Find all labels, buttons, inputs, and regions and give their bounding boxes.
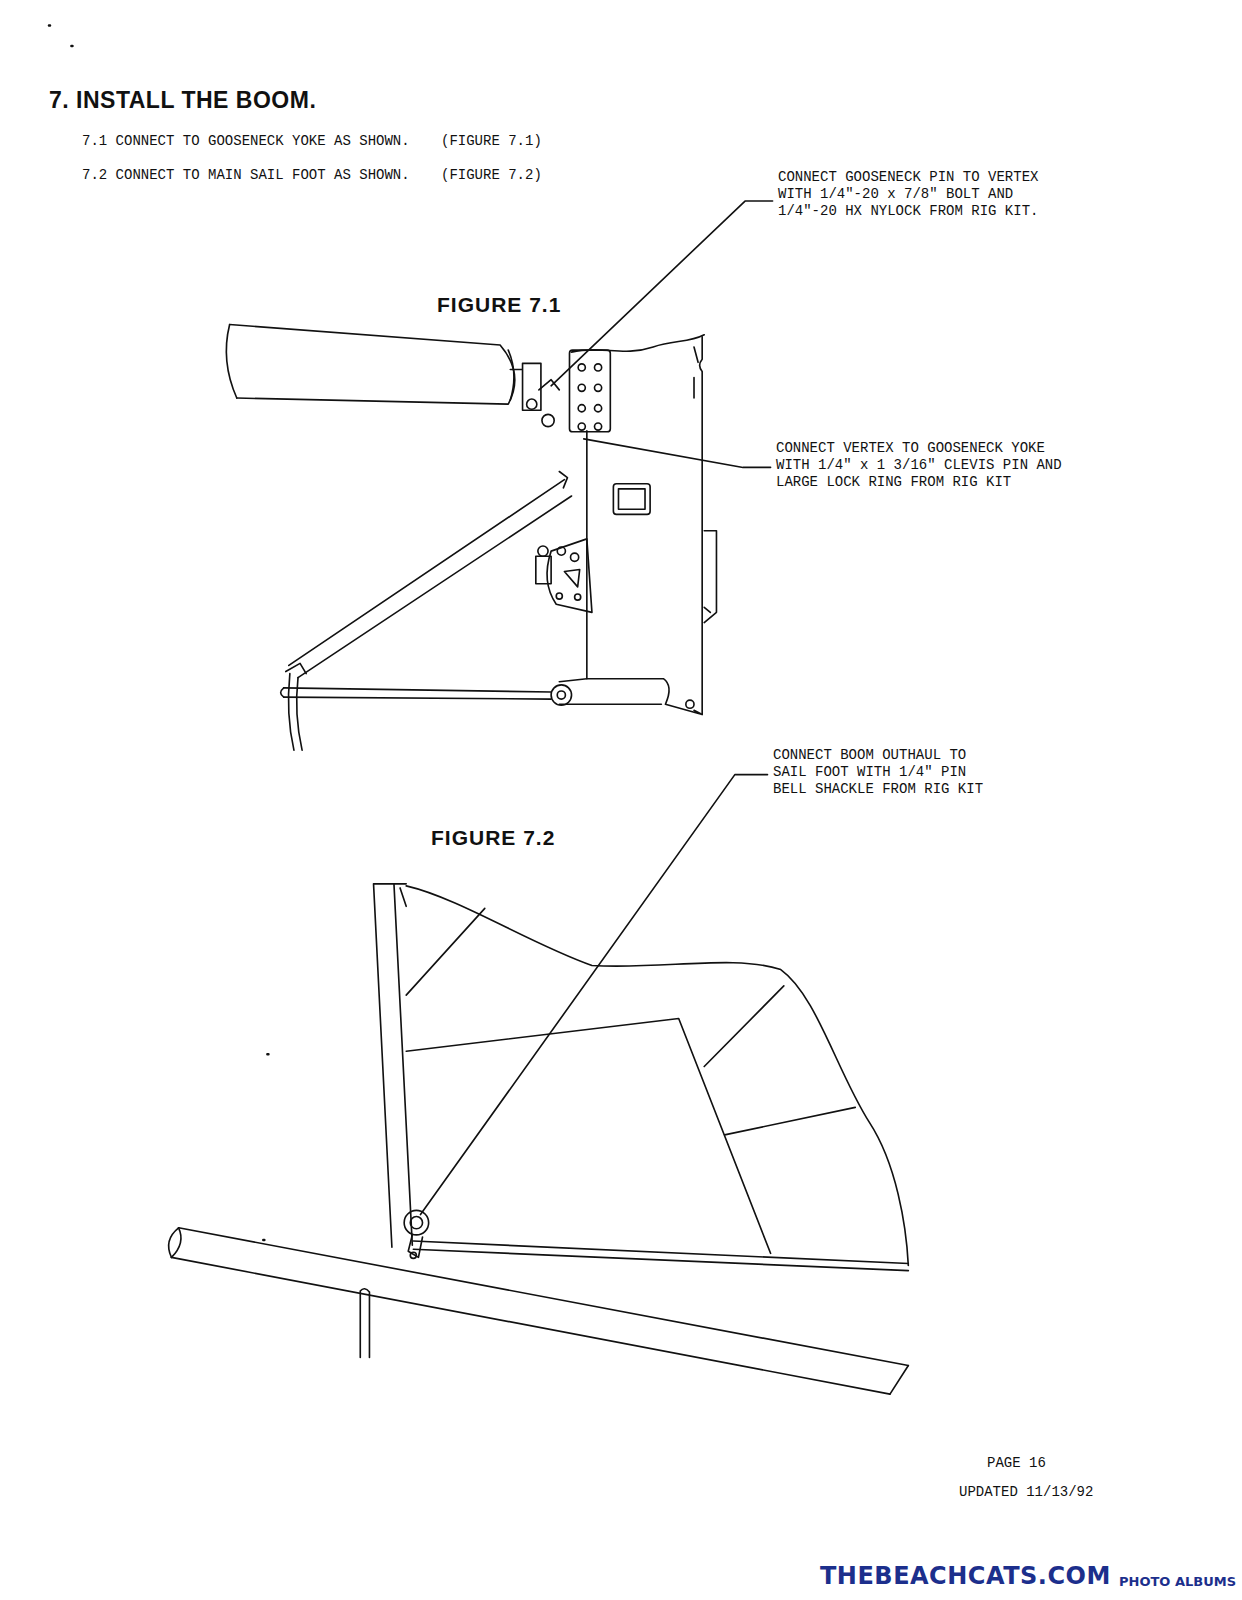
line-art: [413, 1241, 908, 1271]
line-art: [557, 547, 565, 555]
step-text: 7.1 CONNECT TO GOOSENECK YOKE AS SHOWN.: [82, 133, 410, 150]
line-art: [410, 1252, 416, 1258]
line-art: [700, 337, 703, 715]
line-art: [571, 553, 579, 561]
callout-note: CONNECT BOOM OUTHAUL TO SAIL FOOT WITH 1…: [773, 747, 991, 798]
line-art: [694, 347, 698, 398]
outhaul-shackle: [404, 1210, 428, 1258]
line-art: [288, 674, 302, 751]
line-art: [547, 539, 592, 612]
section-title: 7. INSTALL THE BOOM.: [49, 92, 316, 109]
cleat-block: [536, 539, 592, 612]
line-art: [725, 1107, 856, 1135]
watermark: THEBEACHCATS.COM: [820, 1568, 1111, 1585]
figure-label: FIGURE 7.2: [431, 829, 555, 846]
line-art: [557, 691, 565, 699]
line-art: [578, 405, 585, 412]
line-art: [284, 688, 551, 699]
main-sail: [374, 884, 909, 1271]
line-art: [420, 775, 767, 1215]
line-art: [406, 886, 908, 1266]
line-art: [536, 556, 551, 584]
page-number: PAGE 16: [987, 1455, 1046, 1472]
line-art: [410, 1217, 422, 1229]
line-art: [539, 380, 559, 390]
watermark: PHOTO ALBUMS: [1119, 1573, 1236, 1590]
line-art: [559, 472, 567, 488]
line-art: [527, 399, 537, 409]
line-art: [578, 423, 585, 430]
line-art: [49, 26, 908, 1395]
line-art: [171, 1228, 181, 1258]
line-art: [281, 688, 284, 697]
line-art: [400, 888, 406, 906]
line-art: [704, 986, 784, 1067]
line-art: [618, 489, 645, 509]
line-art: [613, 484, 650, 515]
line-art: [594, 384, 601, 391]
line-art: [704, 607, 710, 612]
line-art: [171, 1228, 908, 1394]
scan-speck: [49, 26, 268, 1241]
boom: [169, 1228, 909, 1394]
step-text: 7.2 CONNECT TO MAIN SAIL FOOT AS SHOWN.: [82, 167, 410, 184]
boom-end: [226, 325, 559, 427]
line-art: [686, 700, 694, 708]
line-art: [49, 26, 268, 1241]
step-text: (FIGURE 7.2): [441, 167, 542, 184]
line-art: [559, 703, 661, 705]
line-art: [538, 546, 548, 556]
line-art: [578, 384, 585, 391]
line-art: [594, 364, 601, 371]
line-art: [226, 325, 236, 398]
update-date: UPDATED 11/13/92: [959, 1484, 1093, 1501]
line-art: [406, 908, 485, 995]
line-art: [559, 679, 702, 715]
step-text: (FIGURE 7.1): [441, 133, 542, 150]
mast: [559, 335, 716, 715]
line-art: [551, 685, 571, 705]
line-art: [289, 480, 565, 666]
strut: [281, 472, 572, 751]
line-art: [575, 594, 581, 600]
line-art: [230, 325, 515, 405]
line-art: [594, 423, 601, 430]
line-art: [508, 350, 514, 400]
figure-label: FIGURE 7.1: [437, 296, 561, 313]
line-art: [374, 884, 413, 1247]
line-art: [890, 1366, 908, 1395]
line-art: [360, 1289, 369, 1358]
line-art: [569, 350, 610, 432]
callout-note: CONNECT GOOSENECK PIN TO VERTEX WITH 1/4…: [778, 169, 1055, 220]
line-art: [584, 439, 771, 468]
line-art: [594, 405, 601, 412]
line-art: [578, 364, 585, 371]
line-art: [298, 496, 572, 678]
line-art: [556, 593, 562, 599]
leader-line: [420, 201, 772, 1214]
line-art: [404, 1210, 428, 1234]
line-art: [169, 1228, 179, 1258]
callout-note: CONNECT VERTEX TO GOOSENECK YOKE WITH 1/…: [776, 440, 1062, 491]
line-art: [542, 414, 554, 426]
line-art: [286, 663, 306, 673]
line-art: [551, 201, 772, 386]
line-art: [564, 569, 579, 586]
line-art: [510, 363, 541, 410]
line-art: [704, 531, 716, 623]
